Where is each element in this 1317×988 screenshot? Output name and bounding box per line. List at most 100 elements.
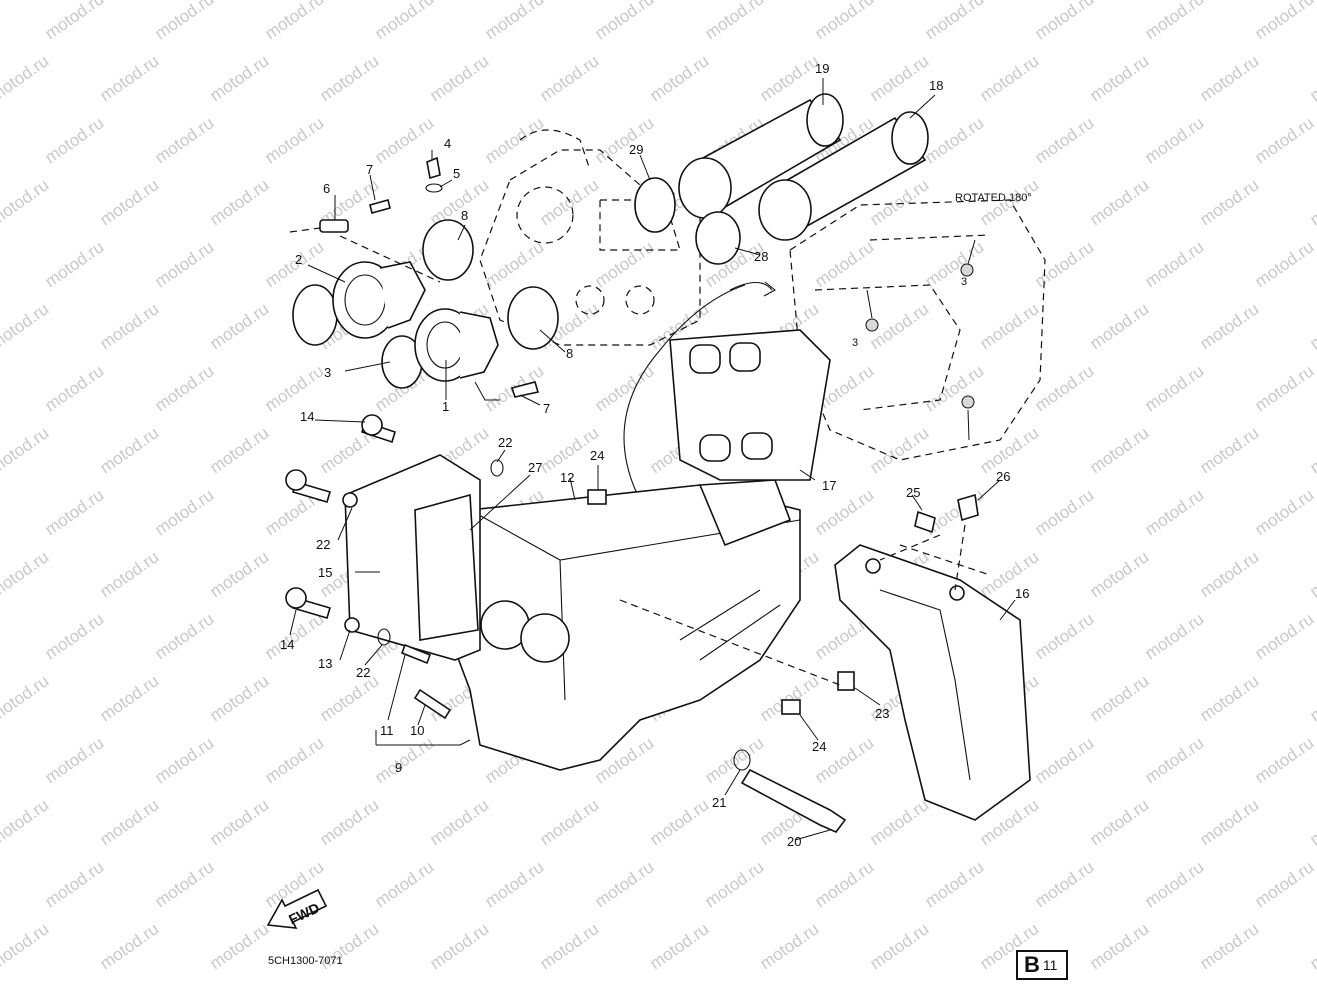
collar-25: [914, 510, 936, 534]
watermark-text: motod.ru: [426, 175, 492, 229]
grommet-22-lower-left: [344, 617, 360, 633]
watermark-text: motod.ru: [701, 857, 767, 911]
cap-4: [426, 156, 441, 180]
watermark-text: motod.ru: [151, 609, 217, 663]
watermark-text: motod.ru: [1031, 113, 1097, 167]
rotated-note: ROTATED 180°: [955, 192, 1032, 204]
watermark-text: motod.ru: [41, 237, 107, 291]
watermark-text: motod.ru: [0, 51, 52, 105]
watermark-text: motod.ru: [481, 0, 547, 43]
callout-labels: 1 2 3 4 5 6 7 7 8 8 9 10 11 12 13 14 14 …: [280, 61, 1032, 849]
watermark-text: motod.ru: [1196, 175, 1262, 229]
callout-8-lower: 8: [566, 346, 573, 361]
watermark-text: motod.ru: [316, 795, 382, 849]
callout-11: 11: [380, 723, 394, 738]
watermark-text: motod.ru: [426, 51, 492, 105]
callout-14-top: 14: [300, 409, 314, 424]
clip-5: [425, 183, 443, 193]
watermark-text: motod.ru: [1306, 423, 1317, 477]
callout-15: 15: [318, 565, 332, 580]
callout-21: 21: [712, 795, 726, 810]
watermark-text: motod.ru: [96, 51, 162, 105]
watermark-text: motod.ru: [0, 671, 52, 725]
watermark-text: motod.ru: [371, 733, 437, 787]
o-ring-22-top: [490, 459, 504, 477]
watermark-text: motod.ru: [1086, 671, 1152, 725]
watermark-text: motod.ru: [426, 795, 492, 849]
screw-7-upper: [369, 199, 391, 214]
watermark-text: motod.ru: [646, 919, 712, 973]
callout-4: 4: [444, 136, 451, 151]
manifold-17: [669, 329, 831, 481]
watermark-text: motod.ru: [1031, 361, 1097, 415]
watermark-text: motod.ru: [151, 733, 217, 787]
watermark-text: motod.ru: [1196, 919, 1262, 973]
watermark-text: motod.ru: [426, 919, 492, 973]
callout-7-lower: 7: [543, 401, 550, 416]
watermark-text: motod.ru: [96, 423, 162, 477]
grommet-22-upper: [342, 492, 358, 508]
callout-13: 13: [318, 656, 332, 671]
watermark-text: motod.ru: [96, 547, 162, 601]
airbox-assembly: [285, 414, 855, 771]
callout-29: 29: [629, 142, 643, 157]
watermark-text: motod.ru: [316, 671, 382, 725]
watermark-text: motod.ru: [1306, 299, 1317, 353]
watermark-text: motod.ru: [1031, 237, 1097, 291]
bolt-11: [400, 643, 432, 665]
bolt-3-upper: [865, 318, 879, 332]
callout-24-top: 24: [590, 448, 604, 463]
callout-16: 16: [1015, 586, 1029, 601]
watermark-text: motod.ru: [976, 51, 1042, 105]
watermark-text: motod.ru: [921, 361, 987, 415]
watermark-text: motod.ru: [261, 113, 327, 167]
watermark-text: motod.ru: [976, 547, 1042, 601]
watermark-text: motod.ru: [811, 485, 877, 539]
watermark-text: motod.ru: [41, 485, 107, 539]
clamp-28: [695, 211, 741, 265]
watermark-text: motod.ru: [591, 237, 657, 291]
watermark-text: motod.ru: [0, 919, 52, 973]
leader-lines: [289, 78, 1016, 841]
watermark-text: motod.ru: [1141, 113, 1207, 167]
clamp-29: [634, 177, 676, 233]
duct-18-mouth: [758, 179, 812, 241]
watermark-text: motod.ru: [921, 237, 987, 291]
nut-23: [837, 671, 855, 691]
watermark-text: motod.ru: [1251, 0, 1317, 43]
watermark-text: motod.ru: [206, 671, 272, 725]
watermark-text: motod.ru: [0, 795, 52, 849]
inset-label-3-right: 3: [961, 276, 967, 288]
watermark-text: motod.ru: [1306, 175, 1317, 229]
watermark-text: motod.ru: [0, 299, 52, 353]
watermark-text: motod.ru: [41, 857, 107, 911]
watermark-text: motod.ru: [1196, 671, 1262, 725]
watermark-text: motod.ru: [866, 795, 932, 849]
watermark-text: motod.ru: [41, 361, 107, 415]
clip-21: [733, 749, 751, 771]
watermark-text: motod.ru: [371, 0, 437, 43]
watermark-text: motod.ru: [1251, 485, 1317, 539]
watermark-text: motod.ru: [811, 857, 877, 911]
watermark-text: motod.ru: [206, 795, 272, 849]
bracket-6: [319, 219, 349, 233]
airbox-lid: [698, 479, 792, 547]
callout-7-upper: 7: [366, 162, 373, 177]
callout-5: 5: [453, 166, 460, 181]
watermark-text: motod.ru: [1306, 795, 1317, 849]
watermark-text: motod.ru: [646, 795, 712, 849]
watermark-text: motod.ru: [41, 733, 107, 787]
watermark-text: motod.ru: [1031, 857, 1097, 911]
watermark-text: motod.ru: [536, 919, 602, 973]
watermark-text: motod.ru: [1031, 733, 1097, 787]
callout-6: 6: [323, 181, 330, 196]
watermark-text: motod.ru: [96, 175, 162, 229]
watermark-text: motod.ru: [1086, 423, 1152, 477]
hose-20: [740, 768, 847, 833]
watermark-text: motod.ru: [481, 857, 547, 911]
page-letter: B: [1024, 952, 1040, 977]
watermark-text: motod.ru: [206, 547, 272, 601]
watermark-text: motod.ru: [591, 857, 657, 911]
watermark-text: motod.ru: [261, 0, 327, 43]
